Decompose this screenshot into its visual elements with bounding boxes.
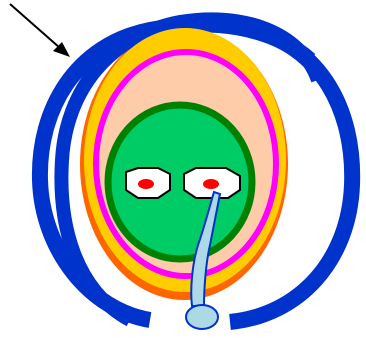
arrow-shaft	[10, 4, 60, 48]
left-eye-pupil	[138, 179, 154, 189]
arrow	[10, 4, 70, 57]
right-eye	[184, 168, 240, 198]
stem-bulb	[186, 305, 218, 329]
right-eye-pupil	[203, 179, 219, 189]
left-eye	[126, 168, 170, 198]
